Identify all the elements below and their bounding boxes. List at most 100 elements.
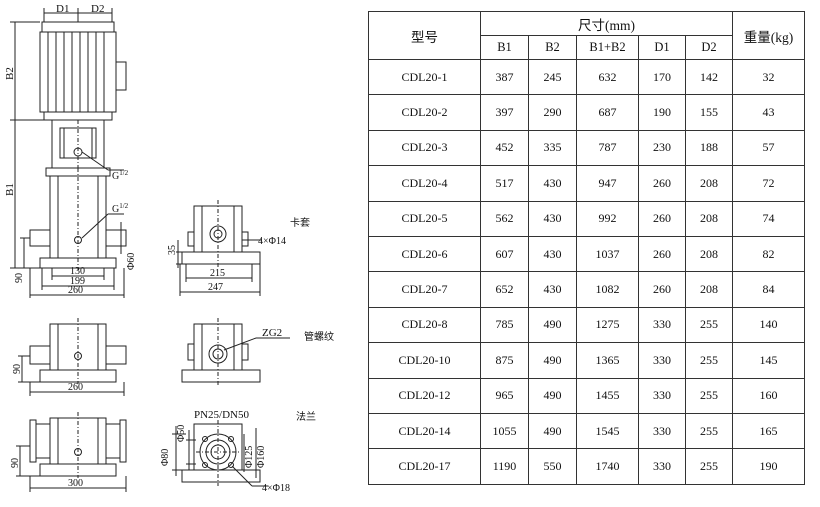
- cell-model: CDL20-12: [368, 377, 481, 414]
- header-model: 型号: [368, 11, 481, 60]
- label-phi160: Φ160: [256, 446, 267, 468]
- flange-front-view: PN25/DN50 法兰 Φ50 Φ80 Φ125 Φ160 4×Φ18: [160, 409, 316, 494]
- label-130: 130: [70, 266, 85, 277]
- svg-text:G1/2: G1/2: [112, 169, 129, 182]
- cell-model: CDL20-4: [368, 165, 481, 202]
- cell-b1b2: 632: [576, 58, 639, 96]
- cell-weight: 145: [732, 342, 806, 379]
- cell-b1: 875: [480, 342, 529, 379]
- cell-b1b2: 787: [576, 129, 639, 167]
- label-90-c: 90: [10, 458, 21, 468]
- header-col-d2: D2: [684, 35, 734, 60]
- cell-weight: 72: [732, 165, 806, 202]
- cell-model: CDL20-3: [368, 129, 481, 167]
- cell-b2: 335: [528, 129, 577, 167]
- svg-text:G1/2: G1/2: [112, 202, 129, 215]
- cell-b1: 517: [480, 165, 529, 202]
- label-b1: B1: [4, 183, 16, 196]
- cell-weight: 57: [732, 129, 806, 167]
- cell-b2: 490: [528, 342, 577, 379]
- header-dims: 尺寸(mm): [479, 11, 734, 36]
- cell-d1: 260: [638, 200, 686, 237]
- threaded-front-view: ZG2 管螺纹: [181, 318, 334, 386]
- cell-model: CDL20-6: [368, 235, 481, 273]
- cell-weight: 84: [732, 271, 806, 308]
- header-col-d1: D1: [638, 35, 686, 60]
- cell-d2: 188: [684, 129, 734, 167]
- cell-b1b2: 1740: [576, 448, 639, 485]
- cell-d1: 230: [638, 129, 686, 167]
- cell-d1: 330: [638, 342, 686, 379]
- label-90-a: 90: [14, 273, 25, 283]
- cell-b1: 785: [480, 306, 529, 344]
- cell-d2: 255: [684, 412, 734, 450]
- cell-d1: 260: [638, 165, 686, 202]
- cell-b1b2: 947: [576, 165, 639, 202]
- cell-b2: 490: [528, 377, 577, 414]
- label-199: 199: [70, 276, 85, 287]
- cell-b1b2: 1082: [576, 271, 639, 308]
- cell-weight: 82: [732, 235, 806, 273]
- label-flange: 法兰: [296, 410, 316, 423]
- label-thread: 管螺纹: [304, 330, 334, 343]
- label-pn: PN25/DN50: [194, 409, 250, 421]
- cell-b1b2: 992: [576, 200, 639, 237]
- cell-d2: 208: [684, 271, 734, 308]
- cell-d2: 208: [684, 200, 734, 237]
- cell-b1b2: 687: [576, 94, 639, 131]
- header-weight: 重量(kg): [732, 11, 806, 60]
- cell-b2: 490: [528, 412, 577, 450]
- cell-d1: 260: [638, 235, 686, 273]
- cell-weight: 190: [732, 448, 806, 485]
- cell-model: CDL20-1: [368, 58, 481, 96]
- cell-d2: 208: [684, 235, 734, 273]
- cell-b1b2: 1037: [576, 235, 639, 273]
- cell-d1: 260: [638, 271, 686, 308]
- cell-b1b2: 1365: [576, 342, 639, 379]
- label-35: 35: [167, 245, 178, 255]
- cell-d2: 255: [684, 306, 734, 344]
- cell-b2: 430: [528, 200, 577, 237]
- label-d2: D2: [91, 3, 104, 15]
- cell-b1: 965: [480, 377, 529, 414]
- label-phi125: Φ125: [244, 446, 255, 468]
- cell-weight: 160: [732, 377, 806, 414]
- cell-d2: 255: [684, 448, 734, 485]
- cell-d1: 330: [638, 306, 686, 344]
- cell-b2: 430: [528, 271, 577, 308]
- cell-b2: 430: [528, 235, 577, 273]
- label-300: 300: [68, 478, 83, 489]
- cell-d1: 190: [638, 94, 686, 131]
- cell-d2: 255: [684, 377, 734, 414]
- cell-d2: 142: [684, 58, 734, 96]
- cell-model: CDL20-8: [368, 306, 481, 344]
- cell-b1b2: 1455: [576, 377, 639, 414]
- label-zg2: ZG2: [262, 327, 282, 339]
- cell-weight: 140: [732, 306, 806, 344]
- label-215: 215: [210, 268, 225, 279]
- threaded-side-view: 90 260: [12, 318, 127, 396]
- cell-b1: 607: [480, 235, 529, 273]
- cell-b1: 452: [480, 129, 529, 167]
- cell-model: CDL20-7: [368, 271, 481, 308]
- cell-d1: 330: [638, 412, 686, 450]
- cell-d1: 170: [638, 58, 686, 96]
- cell-d1: 330: [638, 377, 686, 414]
- cell-weight: 165: [732, 412, 806, 450]
- cell-d1: 330: [638, 448, 686, 485]
- label-g-lower: G: [112, 204, 119, 215]
- header-col-b2: B2: [528, 35, 577, 60]
- cell-weight: 32: [732, 58, 806, 96]
- cell-b2: 490: [528, 306, 577, 344]
- cell-b1: 1055: [480, 412, 529, 450]
- cell-b1: 652: [480, 271, 529, 308]
